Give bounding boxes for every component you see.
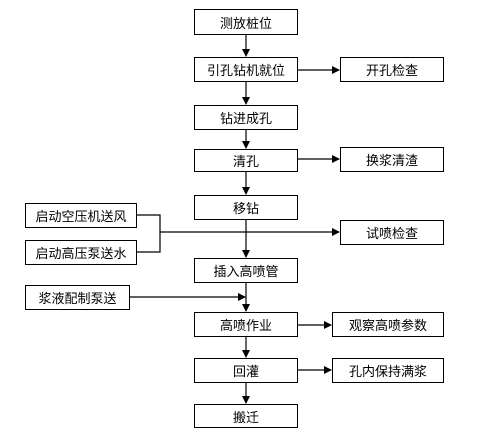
node-rig-positioning: 引孔钻机就位 (194, 57, 298, 82)
node-clean-hole: 清孔 (194, 149, 298, 172)
node-keep-full: 孔内保持满浆 (332, 358, 444, 383)
node-start-compressor: 启动空压机送风 (25, 203, 137, 228)
node-move-rig: 移钻 (194, 195, 298, 220)
node-jet-operation: 高喷作业 (194, 312, 298, 337)
node-backfill: 回灌 (194, 358, 298, 383)
node-observe-params: 观察高喷参数 (332, 312, 444, 337)
node-insert-pipe: 插入高喷管 (194, 258, 298, 283)
node-relocate: 搬迁 (194, 404, 298, 428)
node-drill-hole: 钻进成孔 (194, 105, 298, 130)
node-slurry-change: 换浆清渣 (340, 147, 444, 172)
node-survey-pile: 测放桩位 (194, 9, 298, 35)
node-grout-mix: 浆液配制泵送 (25, 285, 130, 310)
node-test-spray: 试喷检查 (340, 220, 444, 245)
node-start-pump: 启动高压泵送水 (25, 240, 137, 265)
node-hole-check: 开孔检查 (340, 57, 444, 82)
connector-compressor-pump-merge (137, 214, 161, 253)
